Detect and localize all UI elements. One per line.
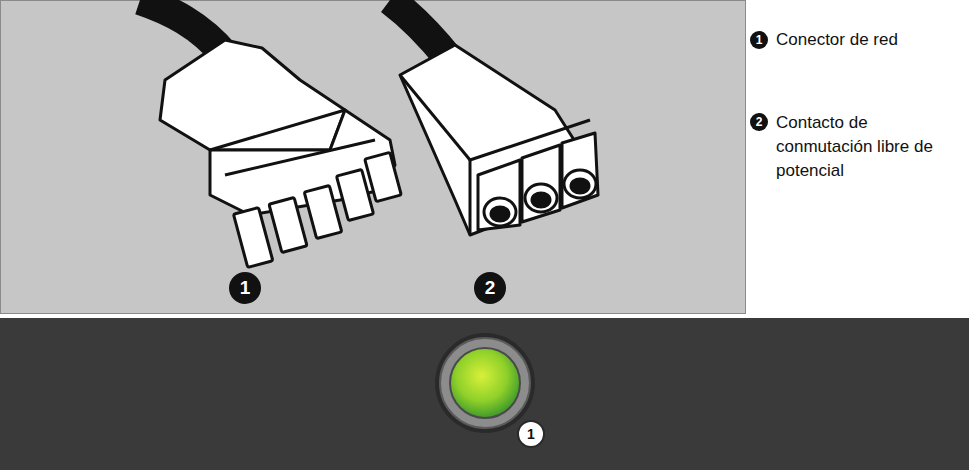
callout-circle bbox=[518, 421, 544, 447]
callout-number: 1 bbox=[518, 421, 544, 447]
callout-circle bbox=[229, 272, 261, 304]
callout-number: 1 bbox=[750, 31, 768, 49]
callout-number: 2 bbox=[750, 113, 768, 131]
network-connector bbox=[160, 40, 401, 267]
led-ring bbox=[440, 338, 530, 428]
part-name: Contacto de conmutación libre de potenci… bbox=[776, 111, 961, 183]
device-panel bbox=[0, 318, 969, 470]
callout-circle bbox=[750, 113, 768, 131]
led-light bbox=[450, 348, 520, 418]
part-name: Conector de red bbox=[776, 29, 961, 51]
potential-free-contact bbox=[400, 45, 598, 235]
panel bbox=[1, 1, 746, 314]
callout-number: 1 bbox=[229, 272, 261, 304]
callout-circle bbox=[750, 31, 768, 49]
led-bezel bbox=[435, 333, 535, 433]
callout-number: 2 bbox=[474, 272, 506, 304]
callout-circle bbox=[474, 272, 506, 304]
